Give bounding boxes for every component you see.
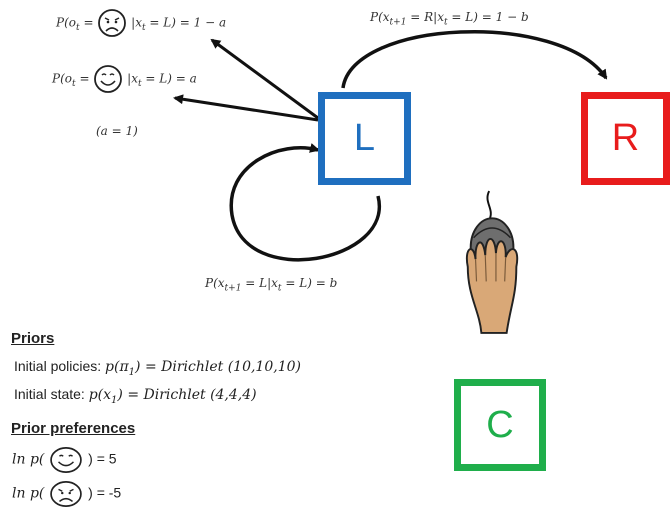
initial-state-line: Initial state: p(x1) = Dirichlet (4,4,4) xyxy=(14,386,257,406)
priors-heading: Priors xyxy=(11,330,55,347)
sad-preference-line: ln p( ) = -5 xyxy=(12,480,121,508)
state-R-label: R xyxy=(611,117,640,159)
arrow-L-to-sad-observation xyxy=(210,38,319,120)
arrow-L-to-happy-observation xyxy=(173,94,319,122)
state-C-label: C xyxy=(486,403,514,446)
state-C-box: C xyxy=(454,379,546,471)
transition-L-stay-label: P(xt+1 = L|xt = L) = b xyxy=(205,276,338,294)
happy-observation-likelihood: P(ot = |xt = L) = a xyxy=(52,64,197,94)
happy-face-icon xyxy=(94,65,123,93)
arrow-L-to-R xyxy=(341,29,608,89)
happy-preference-line: ln p( ) = 5 xyxy=(12,446,117,474)
state-R-box: R xyxy=(581,92,670,185)
sad-face-icon xyxy=(98,9,127,37)
sad-face-icon xyxy=(50,481,83,507)
arrow-L-self-loop xyxy=(229,143,382,262)
transition-L-to-R-label: P(xt+1 = R|xt = L) = 1 − b xyxy=(370,10,529,28)
a-value-note: (a = 1) xyxy=(96,124,138,138)
state-L-box: L xyxy=(318,92,411,185)
prior-preferences-heading: Prior preferences xyxy=(11,420,136,437)
initial-policies-line: Initial policies: p(π1) = Dirichlet (10,… xyxy=(14,358,301,378)
state-L-label: L xyxy=(353,117,376,159)
sad-observation-likelihood: P(ot = |xt = L) = 1 − a xyxy=(56,8,226,38)
hand-on-mouse-icon xyxy=(465,190,519,334)
happy-face-icon xyxy=(50,447,83,473)
